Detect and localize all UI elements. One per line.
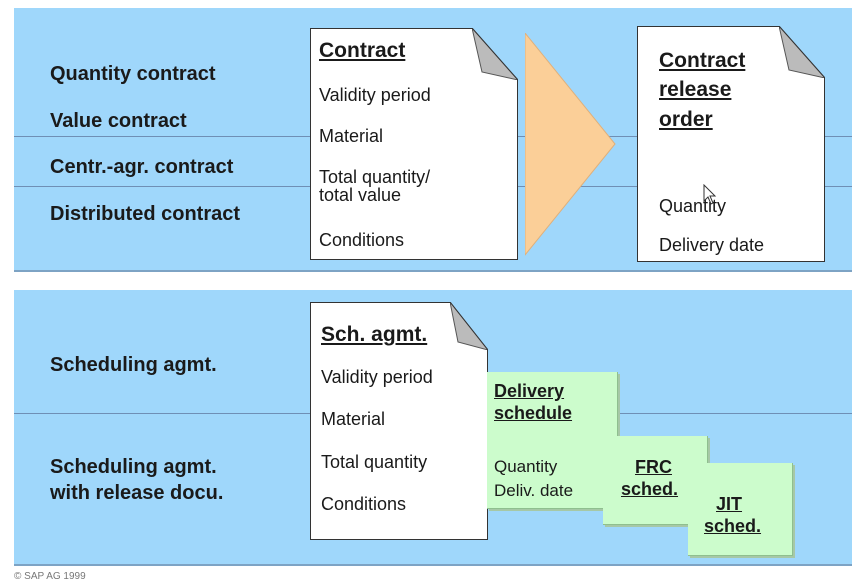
page-fold-icon: [779, 26, 825, 78]
label-quantity-contract: Quantity contract: [50, 63, 216, 85]
contract-item-total-value: total value: [319, 185, 402, 205]
page-fold-icon: [450, 302, 488, 350]
jit-title-1: JIT: [716, 494, 743, 514]
label-value-contract: Value contract: [50, 110, 187, 132]
contract-title: Contract: [319, 39, 406, 62]
release-title-line-1: Contract: [659, 49, 746, 72]
delivery-schedule-title-2: schedule: [494, 403, 573, 423]
contract-item-conditions: Conditions: [319, 230, 405, 250]
label-centr-agr-contract: Centr.-agr. contract: [50, 156, 234, 178]
release-title-line-2: release: [659, 78, 732, 101]
release-item-delivery-date: Delivery date: [659, 235, 765, 255]
scheduling-agreement-document: Sch. agmt. Validity period Material Tota…: [310, 302, 488, 540]
label-with-release-docu: with release docu.: [50, 482, 224, 504]
sch-item-validity: Validity period: [321, 367, 433, 387]
jit-schedule-box: JIT sched.: [688, 463, 793, 556]
contract-item-total: Total quantity/: [319, 167, 431, 187]
arrow-right-icon: [525, 33, 616, 256]
sch-item-total-quantity: Total quantity: [321, 452, 428, 472]
delivery-item-date: Deliv. date: [494, 481, 574, 500]
jit-title-2: sched.: [704, 516, 762, 536]
delivery-schedule-box: Delivery schedule Quantity Deliv. date: [487, 372, 618, 509]
copyright-text: © SAP AG 1999: [14, 571, 86, 582]
delivery-item-quantity: Quantity: [494, 457, 558, 476]
release-title-line-3: order: [659, 108, 713, 131]
sch-item-conditions: Conditions: [321, 494, 407, 514]
contract-item-material: Material: [319, 126, 384, 146]
frc-title-2: sched.: [621, 479, 679, 499]
delivery-schedule-title-1: Delivery: [494, 381, 565, 401]
release-order-document: Contract release order Quantity Delivery…: [637, 26, 825, 262]
label-scheduling-agmt-release: Scheduling agmt.: [50, 456, 217, 478]
label-distributed-contract: Distributed contract: [50, 203, 241, 225]
frc-title-1: FRC: [635, 457, 672, 477]
sch-agmt-title: Sch. agmt.: [321, 323, 428, 346]
contract-item-validity: Validity period: [319, 85, 431, 105]
page-fold-icon: [472, 28, 518, 80]
mouse-pointer-icon: [703, 184, 717, 205]
panel-edge: [14, 270, 852, 272]
contract-document: Contract Validity period Material Total …: [310, 28, 518, 260]
label-scheduling-agmt: Scheduling agmt.: [50, 354, 217, 376]
sch-item-material: Material: [321, 409, 386, 429]
panel-edge: [14, 564, 852, 566]
